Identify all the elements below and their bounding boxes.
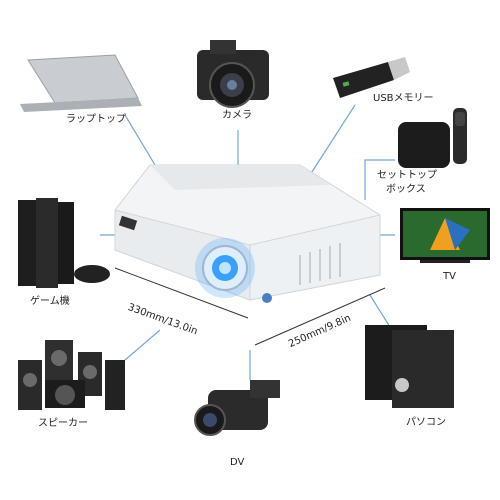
laptop-label: ラップトップ (66, 114, 126, 125)
camera-icon (197, 40, 269, 108)
usb-stick-icon (333, 57, 410, 98)
settop-box-icon (398, 108, 467, 168)
settop-label-line2: ボックス (386, 184, 426, 195)
dimension-arrows (114, 267, 386, 346)
game-console-icon (18, 198, 110, 288)
camera-label: カメラ (222, 110, 252, 121)
speaker-icon (18, 340, 125, 410)
tv-label: TV (443, 271, 456, 282)
video-camera-icon (194, 380, 280, 436)
game-console-label: ゲーム機 (30, 296, 70, 307)
tv-icon (400, 208, 490, 263)
dv-label: DV (230, 457, 245, 468)
speaker-label: スピーカー (38, 418, 88, 429)
desktop-pc-icon (365, 325, 454, 408)
projector-icon (114, 164, 381, 303)
settop-label-line1: セットトップ (377, 170, 437, 181)
laptop-icon (20, 54, 142, 112)
pc-label: パソコン (406, 417, 446, 428)
usb-label: USBメモリー (373, 93, 434, 104)
